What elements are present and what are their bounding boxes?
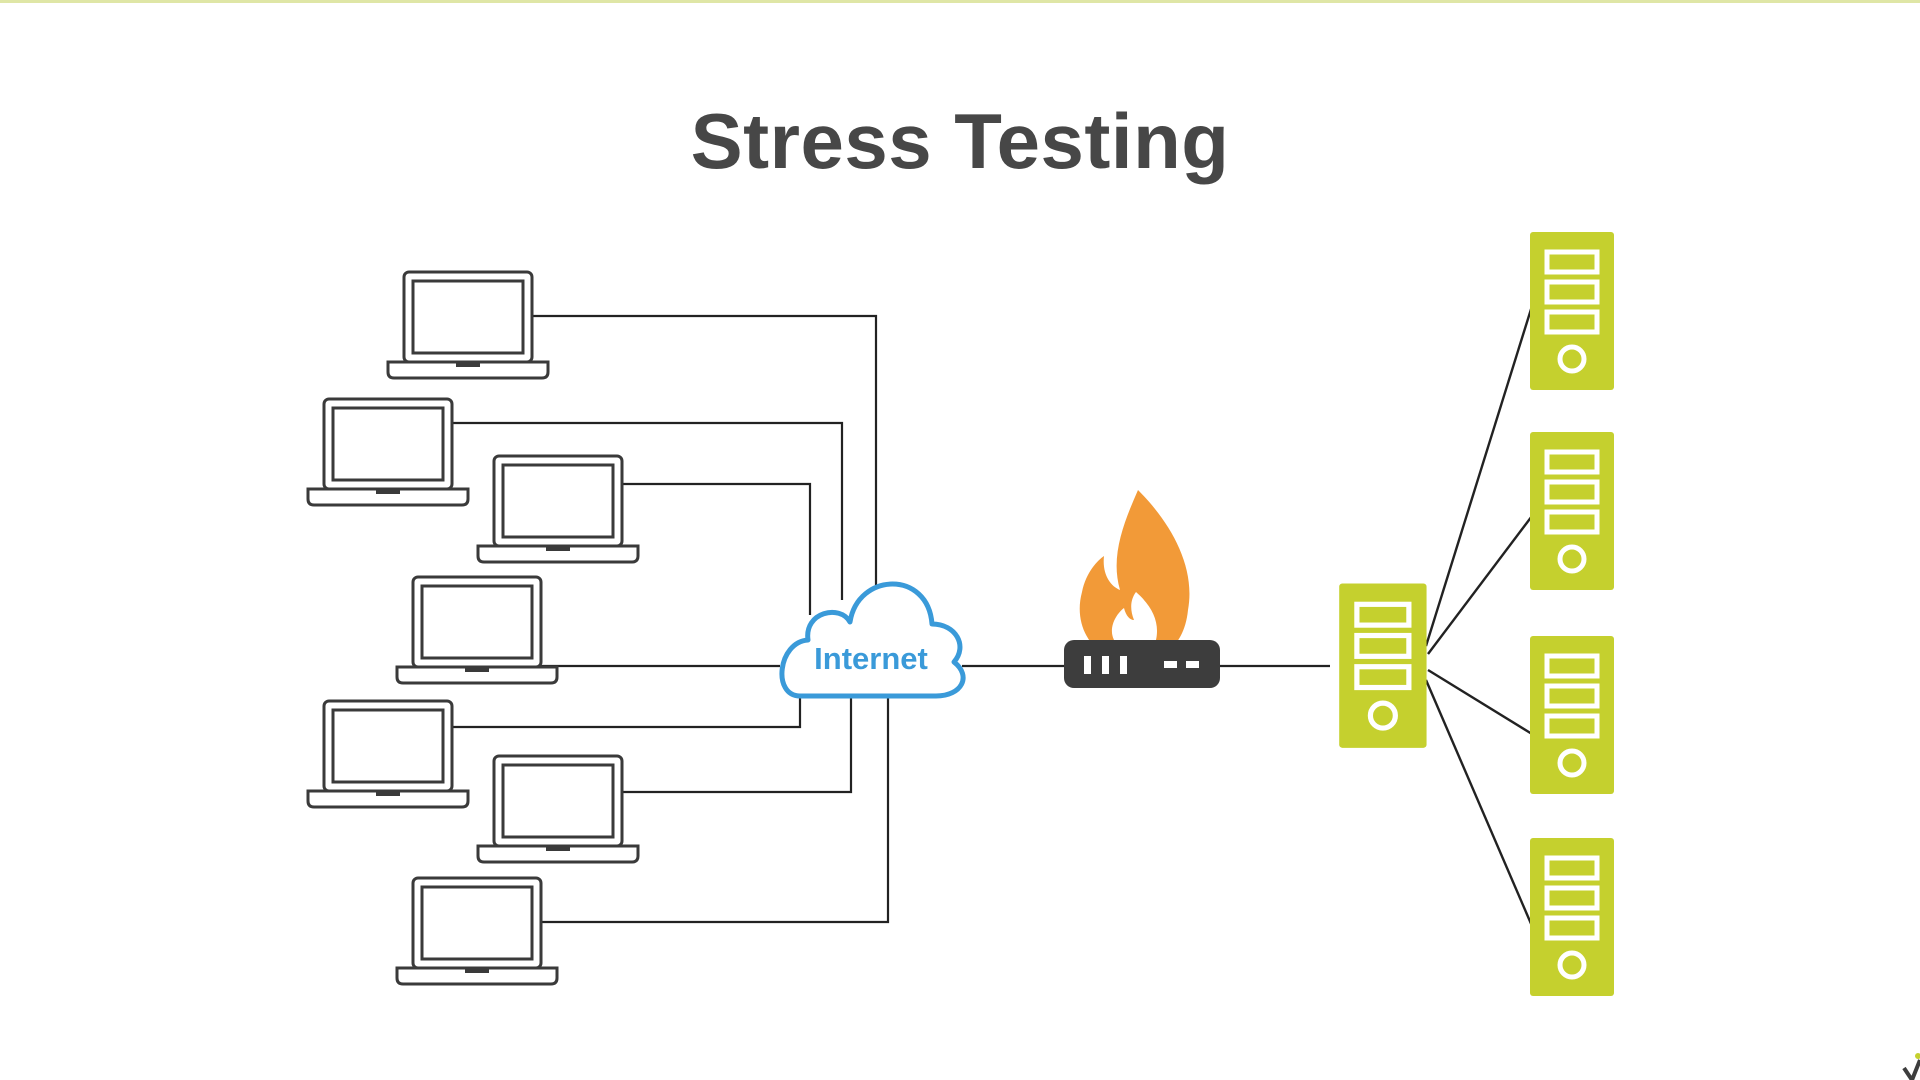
laptop-icon [476,454,640,564]
corner-logo-fragment [1902,1042,1920,1080]
connector-laptop-5 [430,690,802,729]
server-connectors [1424,305,1534,927]
laptop-connectors [430,314,890,924]
server-icon [1530,838,1614,996]
laptop-icon [386,270,550,380]
cloud-icon [779,581,966,699]
laptop-icon [306,699,470,809]
firewall-device-icon [1064,640,1220,688]
laptop-icon [395,876,559,986]
laptop-icon [476,754,640,864]
top-accent-rule [0,0,1920,3]
server-icon [1530,232,1614,390]
laptop-icon [395,575,559,685]
laptop-icon [306,397,470,507]
slide-title: Stress Testing [690,97,1230,185]
cloud-label: Internet [814,641,928,676]
connector-laptop-6 [600,696,853,794]
connector-laptop-7 [525,696,890,924]
server-icon [1530,432,1614,590]
server-icon [1339,584,1426,748]
flame-icon [1079,490,1190,650]
server-icon [1530,636,1614,794]
connector-laptop-2 [430,421,844,600]
connector-laptop-1 [505,314,878,585]
connector-laptop-3 [600,482,812,615]
